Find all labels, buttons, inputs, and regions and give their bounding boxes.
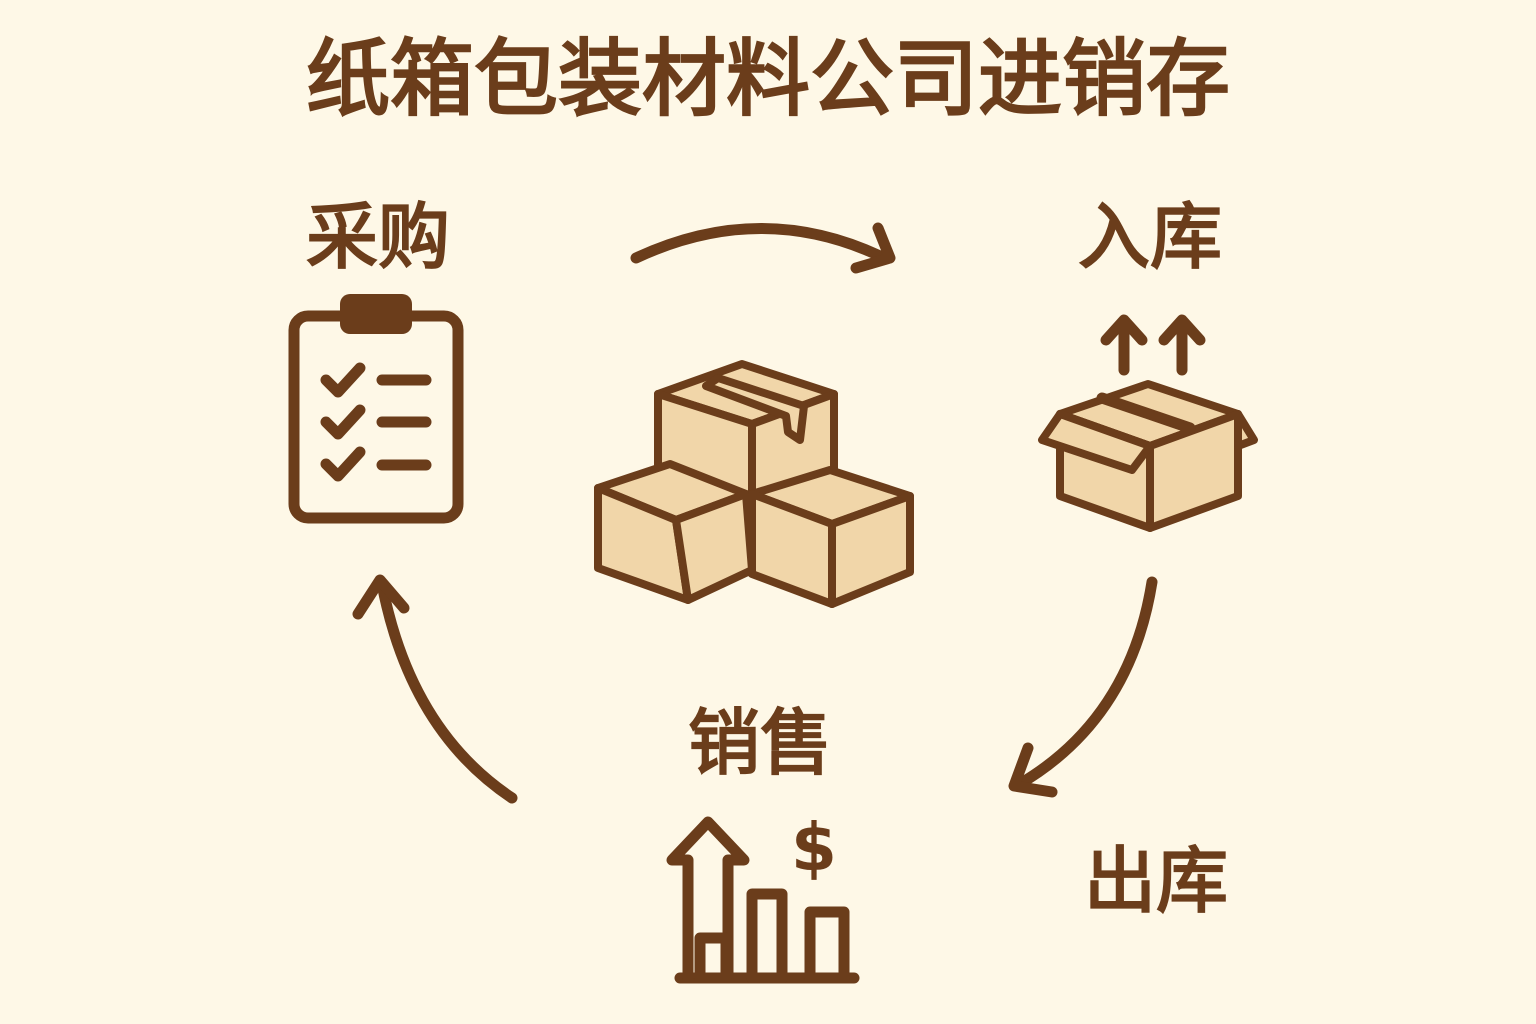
stacked-boxes-icon (594, 360, 914, 608)
stage-label-sales: 销售 (688, 701, 832, 785)
open-box-up-arrows-icon (1038, 314, 1258, 532)
arrow-purchase-to-inbound (630, 222, 896, 274)
stage-label-outbound: 出库 (1084, 839, 1228, 923)
stage-label-purchase: 采购 (306, 195, 450, 279)
diagram-title: 纸箱包装材料公司进销存 (306, 30, 1230, 128)
arrow-inbound-to-outbound (1008, 576, 1158, 798)
stage-label-inbound: 入库 (1078, 195, 1222, 279)
dollar-sign: $ (791, 809, 837, 886)
arrow-sales-to-purchase (352, 574, 518, 804)
bar-chart-dollar-icon: $ (666, 809, 860, 984)
clipboard-checklist-icon (288, 294, 464, 524)
